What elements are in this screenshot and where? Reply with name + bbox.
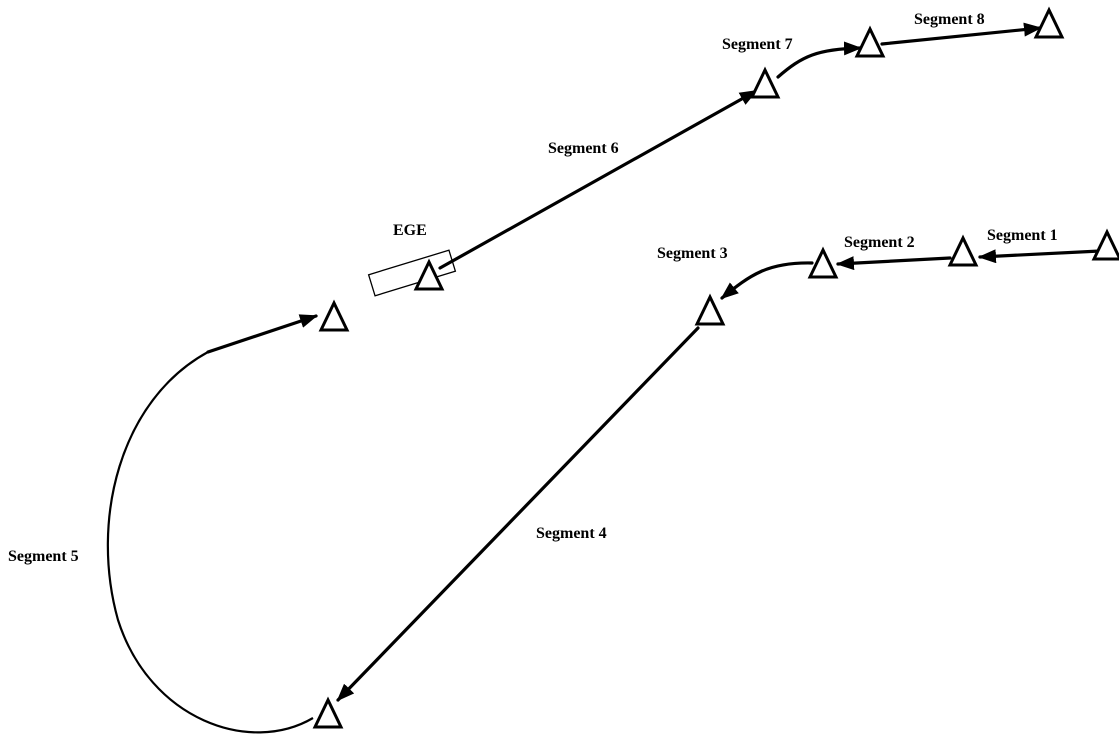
waypoint-triangle-6	[318, 299, 350, 332]
segment-4-label: Segment 4	[536, 525, 607, 542]
waypoint-triangle-1	[1091, 228, 1119, 261]
waypoint-triangle-5	[312, 696, 344, 729]
waypoint-triangle-7	[749, 66, 781, 99]
segment-2-path	[836, 256, 952, 271]
waypoint-triangle-8	[854, 25, 886, 58]
segment-6-path	[438, 89, 758, 270]
segment-6-label: Segment 6	[548, 140, 619, 157]
segment-8-label: Segment 8	[914, 11, 985, 28]
segment-3-path	[720, 261, 814, 300]
ege-label: EGE	[393, 222, 427, 239]
segment-4-path	[336, 326, 700, 702]
segment-1-label: Segment 1	[987, 227, 1058, 244]
waypoint-triangle-4	[694, 293, 726, 326]
waypoint-triangle-9	[1033, 6, 1065, 39]
segment-1-path	[978, 249, 1102, 264]
waypoint-triangle-ege	[413, 258, 445, 291]
segment-7-path	[776, 41, 862, 79]
segment-5-exit-path	[206, 314, 318, 354]
segment-2-label: Segment 2	[844, 234, 915, 251]
segment-5-path	[106, 351, 314, 734]
segment-5-label: Segment 5	[8, 548, 79, 565]
ege-box	[367, 249, 457, 297]
segment-8-path	[880, 22, 1042, 46]
segment-3-label: Segment 3	[657, 245, 728, 262]
segment-7-label: Segment 7	[722, 36, 793, 53]
waypoint-triangle-3	[807, 246, 839, 279]
waypoint-triangle-2	[947, 234, 979, 267]
